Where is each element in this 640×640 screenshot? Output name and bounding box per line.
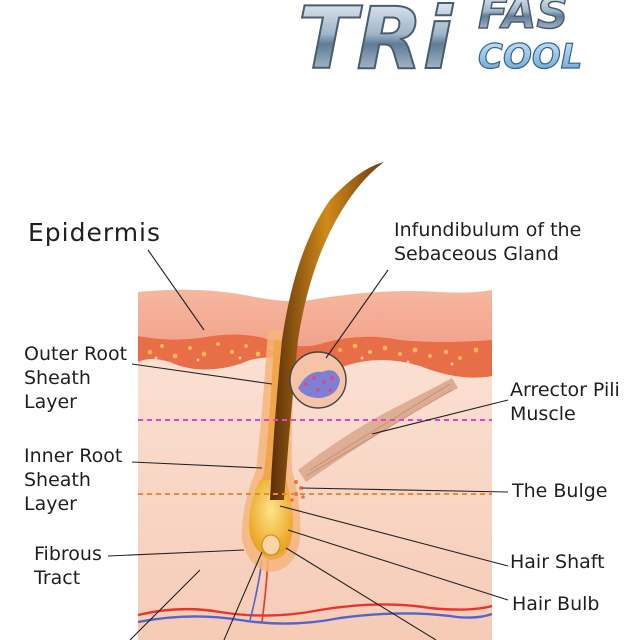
logo-fas: FAS [478,0,568,39]
leader-bottom-1 [129,569,201,640]
leader-inner-root [131,461,263,469]
label-inner-root-sheath: Inner Root Sheath Layer [24,445,123,515]
leader-hair-bulb [287,529,509,601]
leader-lines [107,249,509,640]
leader-outer-root [131,363,273,385]
logo-tri: TRi [298,0,454,89]
sebaceous-gland-inset [289,351,347,409]
leader-hair-shaft [279,505,509,567]
brand-logo: TRi FAS COOL [297,0,583,90]
logo-cool: COOL [478,37,582,77]
hair-shaft [270,162,384,500]
label-arrector-pili: Arrector Pili Muscle [510,379,620,425]
leader-bottom-3 [285,547,437,640]
blood-vessel-blue [137,612,493,625]
label-outer-root-sheath: Outer Root Sheath Layer [24,343,128,413]
leader-epidermis [147,249,205,331]
label-hair-shaft: Hair Shaft [510,551,605,573]
label-hair-bulb: Hair Bulb [512,593,600,615]
blood-vessel-red [137,603,493,617]
leader-fibrous [107,549,245,557]
label-fibrous-tract: Fibrous Tract [34,543,102,589]
leader-arrector [371,399,509,435]
label-epidermis: Epidermis [28,218,162,247]
leader-bulge [301,487,509,493]
label-bulge: The Bulge [512,480,608,502]
leader-bottom-2 [223,551,263,640]
leader-infundibulum [325,269,389,359]
label-infundibulum: Infundibulum of the Sebaceous Gland [394,219,582,265]
